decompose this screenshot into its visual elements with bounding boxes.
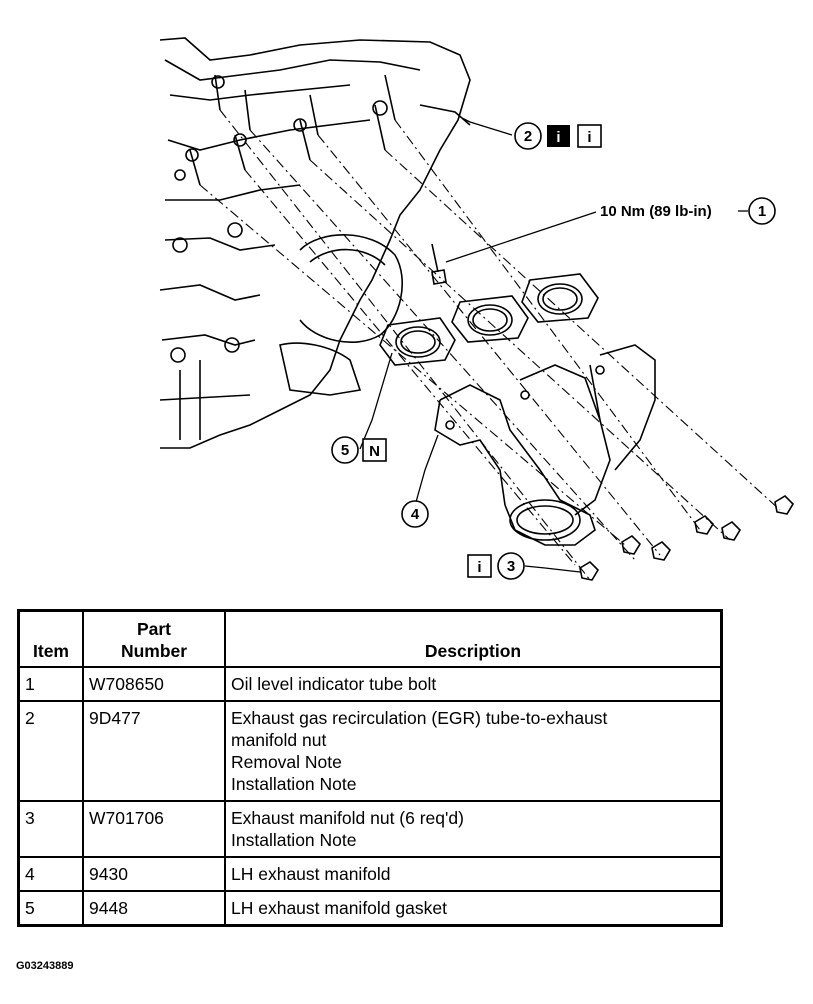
cell-description: Exhaust manifold nut (6 req'd)Installati… xyxy=(224,800,723,858)
info-badge-outline xyxy=(577,124,602,148)
description-line: LH exhaust manifold xyxy=(231,864,391,884)
description-line: LH exhaust manifold gasket xyxy=(231,898,447,918)
cell-item: 1 xyxy=(17,666,84,702)
table-header-row: Item Part Number Description xyxy=(17,609,723,668)
cell-description: LH exhaust manifold xyxy=(224,856,723,892)
torque-spec: 10 Nm (89 lb-in) xyxy=(600,203,712,220)
alignment-lines xyxy=(199,109,781,581)
exhaust-manifold xyxy=(434,344,656,546)
callout-4: 4 xyxy=(401,500,429,528)
manifold-gaskets xyxy=(379,273,599,366)
new-badge xyxy=(362,438,387,462)
cell-description: Exhaust gas recirculation (EGR) tube-to-… xyxy=(224,700,723,802)
cell-item: 3 xyxy=(17,800,84,858)
description-line: manifold nut xyxy=(231,730,327,750)
svg-text:i: i xyxy=(477,559,481,576)
cell-part-number: 9448 xyxy=(82,890,226,927)
svg-text:i: i xyxy=(587,129,591,146)
svg-text:N: N xyxy=(369,443,380,460)
callout-1: 10 Nm (89 lb-in) 1 xyxy=(600,197,776,225)
description-line: Installation Note xyxy=(231,774,357,794)
cell-item: 2 xyxy=(17,700,84,802)
svg-text:1: 1 xyxy=(758,203,766,220)
oil-indicator-tube-bolt xyxy=(431,243,447,285)
callout-5: 5 N xyxy=(331,436,387,464)
manifold-nuts xyxy=(579,494,795,581)
svg-text:i: i xyxy=(556,129,560,146)
info-badge-outline-3 xyxy=(467,554,492,578)
description-line: Exhaust manifold nut (6 req'd) xyxy=(231,808,464,828)
exhaust-manifold-diagram: 2 i i 10 Nm (89 lb-in) 1 5 N 4 i 3 xyxy=(159,37,795,581)
figure-code: G03243889 xyxy=(16,960,74,972)
svg-text:5: 5 xyxy=(341,442,349,459)
info-badge-filled xyxy=(547,125,570,147)
header-item: Item xyxy=(17,609,84,668)
cell-description: Oil level indicator tube bolt xyxy=(224,666,723,702)
description-line: Installation Note xyxy=(231,830,357,850)
cell-item: 4 xyxy=(17,856,84,892)
svg-text:2: 2 xyxy=(524,128,532,145)
header-description: Description xyxy=(224,609,723,668)
svg-text:3: 3 xyxy=(507,558,515,575)
cell-part-number: W708650 xyxy=(82,666,226,702)
svg-text:4: 4 xyxy=(411,506,420,523)
description-line: Exhaust gas recirculation (EGR) tube-to-… xyxy=(231,708,608,728)
engine-block xyxy=(159,37,471,449)
callout-3: i 3 xyxy=(467,552,525,580)
header-part-number: Part Number xyxy=(82,609,226,668)
cell-part-number: 9D477 xyxy=(82,700,226,802)
cell-part-number: 9430 xyxy=(82,856,226,892)
description-line: Removal Note xyxy=(231,752,342,772)
cell-description: LH exhaust manifold gasket xyxy=(224,890,723,927)
callout-2: 2 i i xyxy=(514,122,602,150)
cell-item: 5 xyxy=(17,890,84,927)
cell-part-number: W701706 xyxy=(82,800,226,858)
description-line: Oil level indicator tube bolt xyxy=(231,674,437,694)
